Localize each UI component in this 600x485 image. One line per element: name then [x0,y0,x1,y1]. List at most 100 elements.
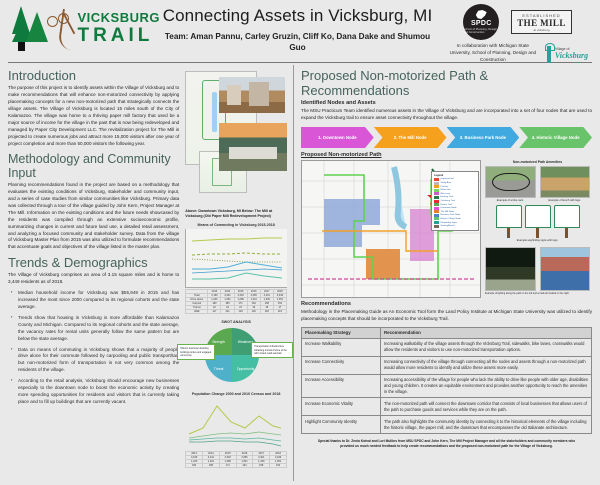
table-row: Highlight Community Identity The path al… [301,415,592,435]
legend-item: proposed trail [434,177,476,181]
mill-subtitle: at vicksburg [533,28,550,32]
recommendation-cell: The non-motorized path will connect the … [380,397,592,417]
recommendation-cell: Increasing accessibility of the village … [380,373,592,399]
mill-name: THE MILL [517,18,566,28]
legend-label: Historic Village Node [440,217,461,220]
team-credits: Team: Aman Pannu, Carley Gruzin, Cliff K… [164,32,431,53]
table-row: Transit 22 24 21 19 18 17 [185,305,288,311]
swot-note-right: Transportation infrastructure Attracting… [251,342,294,359]
strategy-cell: Increase Economic Vitality [301,397,381,417]
table-cell: 118 [259,309,274,315]
legend-swatch [434,181,439,185]
the-mill-logo: ESTABLISHED THE MILL at vicksburg [511,10,572,34]
legend-label: Nature Trail [440,203,452,206]
node-downtown[interactable]: 1. Downtown Node [301,126,374,148]
spdc-logo: SPDC School of Planning, Design and Cons… [463,4,500,40]
table-cell: 120 [246,309,261,315]
population-chart-title: Population Change 2000 and 2010 Census a… [191,392,281,397]
legend-swatch [434,210,439,214]
table-cell: 185 [202,463,220,469]
table-cell: 117 [207,309,222,315]
legend-label: Downtown Node [440,207,457,210]
bench-caption: Example of bench with logo. [548,198,581,202]
introduction-heading: Introduction [8,68,76,83]
legend-swatch [434,192,439,196]
pine-trees-icon [10,4,48,52]
commuting-chart-title: Means of Commuting in Vicksburg 2015-201… [197,223,275,228]
population-line-plot [185,398,287,450]
table-row: Walk 117 121 118 120 118 119 [185,309,288,315]
proposed-path-map: Legend proposed trail Study Area Pavilio… [301,159,481,298]
left-column: Introduction The purpose of this project… [8,65,179,481]
logo-line-1: VICKSBURG [77,10,160,25]
legend-item: Vicksburg Trail [434,199,476,203]
node-the-mill[interactable]: 2. The Mill Node [373,126,447,148]
trends-intro-text: The Village of Vicksburg comprises an ar… [8,272,180,285]
methodology-text: Planning recommendations found in the pr… [8,181,180,250]
mill-photo [219,123,288,171]
legend-swatch [434,177,439,181]
strategy-cell: Highlight Community Identity [301,415,381,435]
introduction-text: The purpose of this project is to identi… [8,85,180,146]
amenity-bike-rack: Example of a bike rack. [485,165,536,202]
legend-item: Study Area [434,181,476,185]
legend-label: The Mill Node [440,210,455,213]
table-cell: Walk [185,309,209,315]
legend-swatch [434,206,439,210]
legend-title: Legend [434,173,444,177]
legend-swatch [434,217,439,221]
node-chevron-row: 1. Downtown Node 2. The Mill Node 3. Bus… [301,126,592,148]
legend-label: Pavilion [440,185,449,188]
bench-photo [539,165,590,198]
population-data-table: 2013 2014 2015 2016 2017 2018 3,159 3,24… [185,451,287,469]
identified-nodes-heading: Identified Nodes and Assets [301,100,376,106]
table-row: Increase Economic Vitality The non-motor… [301,397,592,417]
legend-label: Seating/Bench [440,225,455,228]
swot-opportunity: Opportunity [232,355,260,383]
list-item: Trends show that housing in Vicksburg is… [11,314,179,343]
trends-heading: Trends & Demographics [8,255,148,271]
legend-swatch [434,213,439,217]
legend-label: Existing Trail [440,196,453,199]
photo-collage [185,65,288,207]
village-name: Vicksburg [554,50,589,60]
right-column: Proposed Non-motorized Path & Recommenda… [293,65,592,481]
amenities-column: Non-motorized Path Amenities Example of … [485,160,590,298]
list-item: According to the retail analysis, Vicksb… [11,377,179,406]
node-business-park[interactable]: 3. Business Park Node [446,126,520,148]
sign-1 [495,205,522,239]
table-row: Increase Connectivity Increasing connect… [301,355,592,375]
legend-label: Study Area [440,182,452,185]
legend-swatch [434,221,439,225]
table-cell: 171 [218,463,237,469]
legend-label: Business Park Node [440,214,461,217]
page-title: Connecting Assets in Vicksburg, MI [162,6,433,25]
table-row: Total 3,159 3,241 3,318 3,365 3,401 3,44… [185,293,288,299]
legend-item: Business Park Node [434,213,476,217]
node-historic-village[interactable]: 4. Historic Village Node [519,126,592,148]
legend-swatch [434,195,439,199]
recommendations-table: Placemaking Strategy Recommendation Incr… [301,326,592,435]
signs-caption: Example wayfinding signs with logo. [516,239,559,243]
strategy-cell: Increase Accessibility [301,373,381,399]
bicycle-trail-icon [46,5,88,52]
amenities-heading: Non-motorized Path Amenities [512,159,563,164]
recommendation-cell: The path also highlights the community i… [380,415,592,435]
table-row: 180 185 171 164 158 152 [185,463,287,469]
column-header-strategy: Placemaking Strategy [301,326,381,339]
legend-item: The Mill Node [434,210,476,214]
recommendations-text: Methodology in the Placemaking Guide as … [301,308,592,321]
sign-2 [524,205,551,239]
identified-nodes-text: The MSU Practicum Team identified numero… [301,108,592,120]
table-row: Increase Accessibility Increasing access… [301,373,592,399]
swot-wheel: Strength Weakness Threat Opportunity Tra… [177,328,294,383]
header-divider [8,62,592,63]
table-cell: 119 [272,309,288,315]
photo-caption: Above: Downtown Vicksburg, MI Below: The… [185,209,273,219]
legend-label: Mixed Use [440,189,451,192]
legend-swatch [434,185,439,189]
legend-label: Bike Lane [440,192,451,195]
poster-header: VICKSBURG TRAIL Connecting Assets in Vic… [0,0,600,64]
swot-weakness: Weakness [232,328,260,356]
table-cell: 180 [185,463,204,469]
